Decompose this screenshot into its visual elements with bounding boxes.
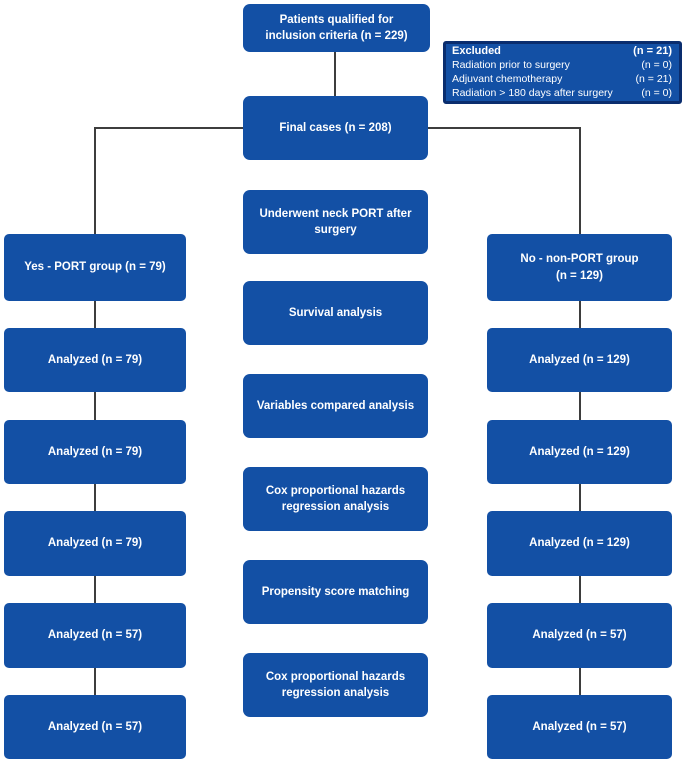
excluded-item-label: Radiation > 180 days after surgery [452, 86, 613, 99]
connector-line [94, 127, 244, 129]
connector-line [579, 668, 581, 695]
node-neck-port: Underwent neck PORT after surgery [243, 190, 428, 254]
excluded-title-count: (n = 21) [633, 45, 672, 58]
node-propensity-matching: Propensity score matching [243, 560, 428, 624]
excluded-item-count: (n = 21) [635, 72, 672, 85]
node-port-analyzed-1: Analyzed (n = 79) [4, 328, 186, 392]
excluded-item-label: Adjuvant chemotherapy [452, 72, 563, 85]
node-variables-compared: Variables compared analysis [243, 374, 428, 438]
excluded-row: Adjuvant chemotherapy (n = 21) [452, 73, 672, 87]
node-port-group: Yes - PORT group (n = 79) [4, 234, 186, 301]
node-inclusion: Patients qualified for inclusion criteri… [243, 4, 430, 52]
connector-line [94, 484, 96, 511]
connector-line [334, 51, 336, 97]
node-nonport-analyzed-2: Analyzed (n = 129) [487, 420, 672, 484]
node-cox-regression-2: Cox proportional hazards regression anal… [243, 653, 428, 717]
node-nonport-analyzed-5: Analyzed (n = 57) [487, 695, 672, 759]
node-final-cases: Final cases (n = 208) [243, 96, 428, 160]
node-nonport-group: No - non-PORT group (n = 129) [487, 234, 672, 301]
node-port-analyzed-4: Analyzed (n = 57) [4, 603, 186, 668]
connector-line [94, 392, 96, 420]
excluded-row: Radiation > 180 days after surgery (n = … [452, 87, 672, 101]
node-port-analyzed-2: Analyzed (n = 79) [4, 420, 186, 484]
excluded-row: Radiation prior to surgery (n = 0) [452, 59, 672, 73]
node-port-analyzed-5: Analyzed (n = 57) [4, 695, 186, 759]
connector-line [579, 127, 581, 234]
connector-line [579, 484, 581, 511]
node-nonport-analyzed-3: Analyzed (n = 129) [487, 511, 672, 576]
connector-line [94, 576, 96, 603]
excluded-item-label: Radiation prior to surgery [452, 58, 570, 71]
node-port-analyzed-3: Analyzed (n = 79) [4, 511, 186, 576]
node-excluded: Excluded (n = 21) Radiation prior to sur… [443, 41, 682, 104]
connector-line [94, 301, 96, 328]
node-nonport-analyzed-1: Analyzed (n = 129) [487, 328, 672, 392]
connector-line [579, 392, 581, 420]
connector-line [427, 127, 581, 129]
connector-line [94, 668, 96, 695]
connector-line [579, 301, 581, 328]
node-nonport-analyzed-4: Analyzed (n = 57) [487, 603, 672, 668]
excluded-item-count: (n = 0) [641, 86, 672, 99]
connector-line [94, 127, 96, 234]
excluded-title: Excluded [452, 45, 501, 58]
excluded-item-count: (n = 0) [641, 58, 672, 71]
excluded-title-row: Excluded (n = 21) [452, 44, 672, 59]
node-cox-regression-1: Cox proportional hazards regression anal… [243, 467, 428, 531]
node-survival-analysis: Survival analysis [243, 281, 428, 345]
connector-line [579, 576, 581, 603]
